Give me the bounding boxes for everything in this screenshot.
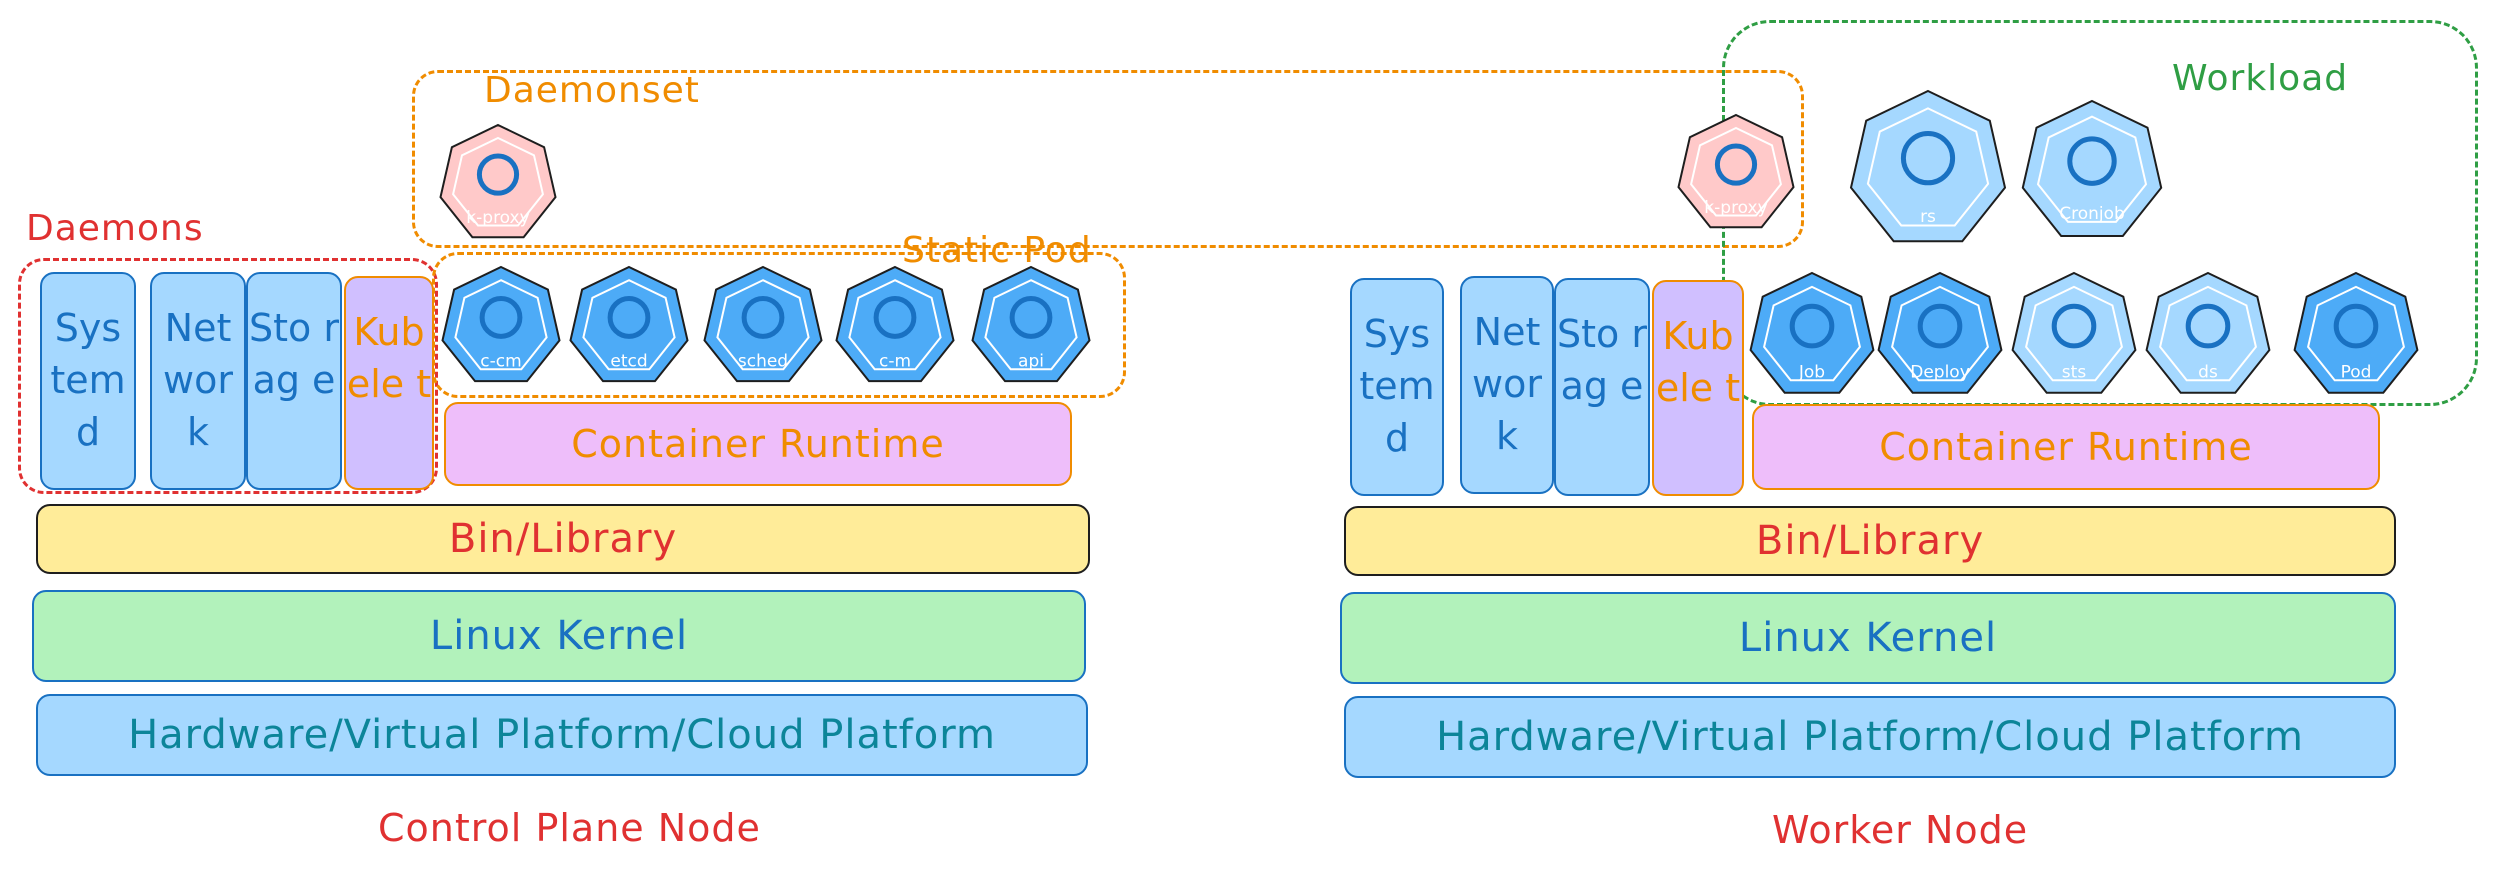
cronjob-icon bbox=[2067, 136, 2117, 186]
workload-icon bbox=[2333, 303, 2379, 349]
static-pod-sched-label: sched bbox=[738, 352, 788, 372]
static-pod-c-cm: c-cm bbox=[441, 265, 561, 383]
static-pod-c-m: c-m bbox=[835, 265, 955, 383]
wk-daemon-systemd: Sys tem d bbox=[1350, 278, 1444, 496]
cp-daemon-network: Net wor k bbox=[150, 272, 246, 490]
workload-rs-label: rs bbox=[1920, 207, 1936, 227]
static-pod-icon bbox=[479, 296, 523, 339]
cp-kproxy-pod-label: k-proxy bbox=[466, 208, 529, 228]
wk-container-runtime: Container Runtime bbox=[1752, 404, 2380, 490]
wk-kproxy-pod: k-proxy bbox=[1677, 113, 1795, 229]
workload-job-label: Job bbox=[1798, 363, 1825, 383]
workload-ds: ds bbox=[2145, 271, 2271, 394]
daemons-group-label: Daemons bbox=[26, 208, 204, 249]
wk-bin-library: Bin/Library bbox=[1344, 506, 2396, 576]
static-pod-api-label: api bbox=[1018, 352, 1044, 372]
workload-ds-label: ds bbox=[2198, 363, 2218, 383]
static-pod-etcd-label: etcd bbox=[610, 352, 647, 372]
workload-deploy: Deploy bbox=[1877, 271, 2003, 394]
wk-daemon-kubelet: Kub ele t bbox=[1652, 280, 1744, 496]
wk-daemon-network: Net wor k bbox=[1460, 276, 1554, 494]
workload-cronjob-label: Cronjob bbox=[2059, 204, 2125, 224]
wk-hardware-platform: Hardware/Virtual Platform/Cloud Platform bbox=[1344, 696, 2396, 778]
cp-daemon-storage: Sto rag e bbox=[246, 272, 342, 490]
workload-cronjob: Cronjob bbox=[2021, 99, 2163, 237]
daemonset-group-outline bbox=[412, 70, 1804, 248]
workload-sts: sts bbox=[2011, 271, 2137, 394]
static-pod-sched: sched bbox=[703, 265, 823, 383]
workload-job: Job bbox=[1749, 271, 1875, 394]
static-pod-icon bbox=[1009, 296, 1053, 339]
workload-rs: rs bbox=[1849, 89, 2007, 243]
workload-pod: Pod bbox=[2293, 271, 2419, 394]
cp-daemon-systemd: Sys tem d bbox=[40, 272, 136, 490]
workload-pod-label: Pod bbox=[2341, 363, 2372, 383]
static-pod-group-label: Static Pod bbox=[902, 230, 1092, 271]
workload-icon bbox=[2185, 303, 2231, 349]
static-pod-etcd: etcd bbox=[569, 265, 689, 383]
workload-icon bbox=[2051, 303, 2097, 349]
static-pod-c-cm-label: c-cm bbox=[480, 352, 521, 372]
static-pod-icon bbox=[873, 296, 917, 339]
static-pod-icon bbox=[607, 296, 651, 339]
cp-node-label: Control Plane Node bbox=[378, 806, 761, 850]
cp-container-runtime: Container Runtime bbox=[444, 402, 1072, 486]
cp-hardware-platform: Hardware/Virtual Platform/Cloud Platform bbox=[36, 694, 1088, 776]
daemonset-group-label: Daemonset bbox=[484, 70, 700, 111]
kproxy-icon bbox=[1714, 143, 1758, 186]
workload-group-label: Workload bbox=[2172, 58, 2349, 99]
workload-sts-label: sts bbox=[2062, 363, 2087, 383]
cp-linux-kernel: Linux Kernel bbox=[32, 590, 1086, 682]
wk-daemon-storage: Sto rag e bbox=[1554, 278, 1650, 496]
cp-bin-library: Bin/Library bbox=[36, 504, 1090, 574]
static-pod-c-m-label: c-m bbox=[879, 352, 911, 372]
cp-kproxy-pod: k-proxy bbox=[439, 123, 557, 239]
kproxy-icon bbox=[476, 153, 520, 196]
replicaset-icon bbox=[1900, 131, 1956, 186]
cp-daemon-kubelet: Kub ele t bbox=[344, 276, 434, 490]
static-pod-icon bbox=[741, 296, 785, 339]
workload-icon bbox=[1917, 303, 1963, 349]
static-pod-api: api bbox=[971, 265, 1091, 383]
wk-kproxy-pod-label: k-proxy bbox=[1704, 198, 1767, 218]
wk-linux-kernel: Linux Kernel bbox=[1340, 592, 2396, 684]
workload-icon bbox=[1789, 303, 1835, 349]
wk-node-label: Worker Node bbox=[1772, 808, 2029, 852]
workload-deploy-label: Deploy bbox=[1910, 363, 1970, 383]
